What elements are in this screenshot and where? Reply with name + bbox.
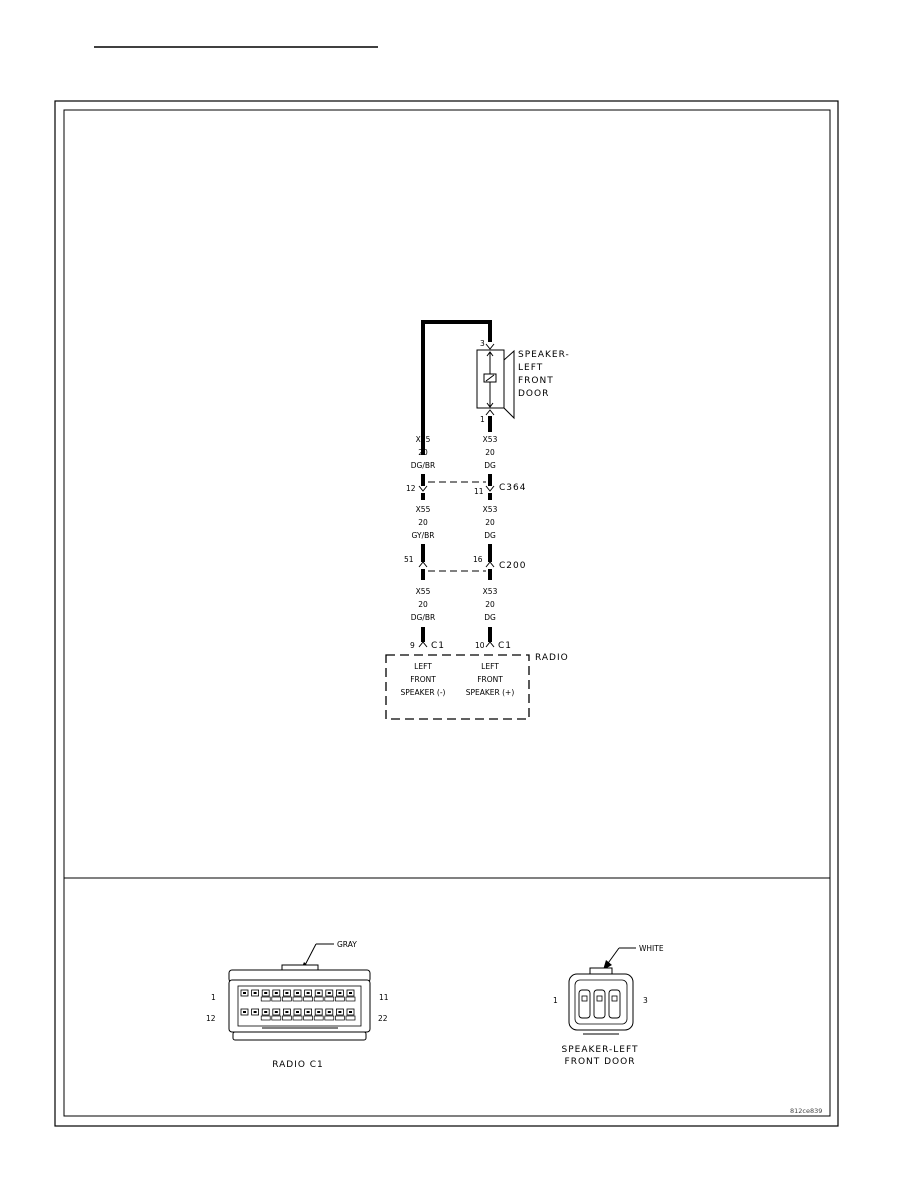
speaker-label-1: SPEAKER-: [518, 350, 570, 360]
radio-c1-pin-left: 9: [410, 641, 415, 650]
pin-cavity: [271, 989, 282, 1002]
wire-right-2-gauge: 20: [485, 518, 495, 527]
speaker-conn-pin-3: 3: [643, 996, 648, 1005]
radio-c1-pin-1: 1: [211, 993, 216, 1002]
speaker-caption-2: FRONT DOOR: [565, 1057, 636, 1067]
radio-module: RADIO LEFT FRONT SPEAKER (-) LEFT FRONT …: [385, 653, 569, 720]
speaker-caption-1: SPEAKER-LEFT: [562, 1045, 639, 1055]
pin-cavity: [303, 1008, 313, 1021]
pin-cavity: [593, 989, 606, 1019]
pin-cavity: [324, 989, 335, 1002]
pin-cavity: [303, 989, 313, 1002]
radio-c1-pin-22: 22: [378, 1014, 388, 1023]
wire-left-1-circuit: X55: [416, 435, 431, 444]
wire-left-1-gauge: 20: [418, 448, 428, 457]
connector-c364: 12 11 C364: [406, 474, 526, 500]
radio-c1-name-right: C1: [498, 641, 512, 651]
wire-right-3-color: DG: [484, 613, 496, 622]
c364-pin-right: 11: [474, 487, 484, 496]
outer-frame: [54, 100, 839, 1127]
wire-left-3-circuit: X55: [416, 587, 431, 596]
radio-title: RADIO: [535, 653, 569, 663]
terminal-mark: [485, 343, 495, 350]
c200-pin-right: 16: [473, 555, 483, 564]
radio-left-pin-3: SPEAKER (-): [401, 688, 446, 697]
wire-left-2-gauge: 20: [418, 518, 428, 527]
pin-cavity: [251, 989, 260, 997]
inner-frame: [63, 109, 831, 1117]
radio-pin-cavities: [240, 989, 356, 1021]
pin-cavity: [608, 989, 621, 1019]
speaker-pin-top: 3: [480, 339, 485, 348]
pin-cavity: [271, 1008, 282, 1021]
c200-name: C200: [499, 561, 526, 571]
pin-cavity: [260, 1008, 271, 1021]
radio-c1-pin-11: 11: [379, 993, 389, 1002]
pin-cavity: [313, 1008, 324, 1021]
pin-cavity: [313, 989, 324, 1002]
radio-c1-connector-view: GRAY 1 12 11 22 RADIO C1: [206, 940, 389, 1070]
speaker-label-2: LEFT: [518, 363, 543, 373]
speaker-label-3: FRONT: [518, 376, 554, 386]
pin-cavity: [335, 1008, 345, 1021]
radio-c1-color-label: GRAY: [337, 940, 357, 949]
wire-right-3-circuit: X53: [483, 587, 498, 596]
pin-cavity: [251, 1008, 260, 1016]
wire-left-2-circuit: X55: [416, 505, 431, 514]
wire-right-1-circuit: X53: [483, 435, 498, 444]
speaker-cone: [503, 349, 515, 420]
speaker-label-4: DOOR: [518, 389, 549, 399]
speaker-connector-view: WHITE 1 3 SPEAKER-LEFT FRONT DOOR: [553, 944, 664, 1067]
radio-c1-name-left: C1: [431, 641, 445, 651]
pin-cavity: [240, 989, 249, 997]
speaker-pin-bottom: 1: [480, 415, 485, 424]
connector-c200: 51 16 C200: [404, 544, 526, 580]
figure-id: 812ce839: [790, 1107, 822, 1115]
speaker-left-front-door: 3 SPEAKER- LEFT FRONT DOOR 1: [421, 320, 570, 455]
wire-right-3-gauge: 20: [485, 600, 495, 609]
c364-name: C364: [499, 483, 526, 493]
speaker-conn-pin-1: 1: [553, 996, 558, 1005]
radio-right-pin-2: FRONT: [477, 675, 503, 684]
radio-left-pin-1: LEFT: [414, 662, 432, 671]
wire-loop: [421, 320, 492, 455]
speaker-pin-cavities: [578, 989, 621, 1019]
wire-left-3-color: DG/BR: [411, 613, 435, 622]
connector-radio-c1: 9 C1 10 C1: [410, 627, 512, 651]
wire-left-1-color: DG/BR: [411, 461, 435, 470]
wire-right-2-circuit: X53: [483, 505, 498, 514]
pin-cavity: [282, 1008, 292, 1021]
c364-pin-left: 12: [406, 484, 416, 493]
pin-cavity: [260, 989, 271, 1002]
pin-cavity: [292, 1008, 303, 1021]
pin-cavity: [324, 1008, 335, 1021]
radio-right-pin-3: SPEAKER (+): [466, 688, 515, 697]
wire-right-1-gauge: 20: [485, 448, 495, 457]
pin-cavity: [240, 1008, 249, 1016]
radio-right-pin-1: LEFT: [481, 662, 499, 671]
pin-cavity: [335, 989, 345, 1002]
pin-cavity: [345, 1008, 356, 1021]
pin-cavity: [282, 989, 292, 1002]
radio-c1-pin-right: 10: [475, 641, 485, 650]
pin-cavity: [292, 989, 303, 1002]
wire-left-3-gauge: 20: [418, 600, 428, 609]
pin-cavity: [578, 989, 591, 1019]
wire-right-2-color: DG: [484, 531, 496, 540]
radio-left-pin-2: FRONT: [410, 675, 436, 684]
speaker-color-label: WHITE: [639, 944, 664, 953]
c200-pin-left: 51: [404, 555, 414, 564]
radio-c1-caption: RADIO C1: [272, 1060, 324, 1070]
wire-right-1-color: DG: [484, 461, 496, 470]
pin-cavity: [345, 989, 356, 1002]
radio-c1-pin-12: 12: [206, 1014, 216, 1023]
wire-left-2-color: GY/BR: [412, 531, 435, 540]
